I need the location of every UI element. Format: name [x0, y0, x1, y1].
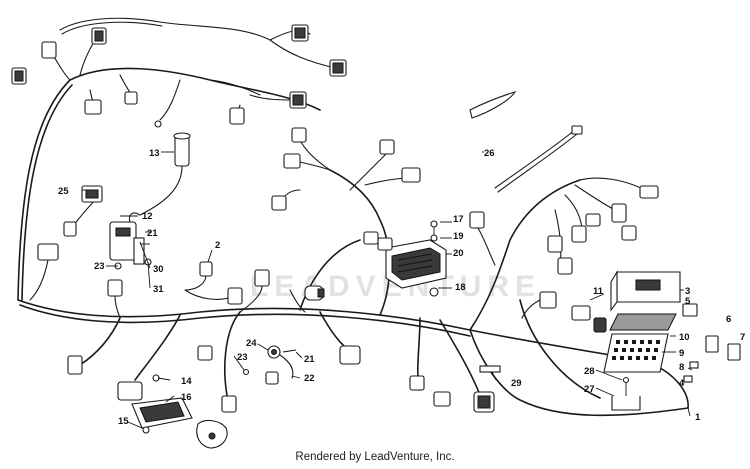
connector: [94, 30, 104, 42]
relay: [727, 343, 741, 361]
callout-31: 31: [153, 284, 164, 295]
callout-30: 30: [153, 264, 164, 275]
callout-1: 1: [695, 412, 701, 423]
relay: [705, 335, 719, 353]
callout-29: 29: [511, 378, 522, 389]
connector: [401, 167, 421, 183]
callout-6: 6: [726, 314, 731, 325]
lower-center-parts: [197, 345, 361, 413]
callout-labels: 1 2 3 4 5 6 7 8 9 10 11 12 13 14 15 16 1…: [58, 148, 745, 427]
lower-right-connectors: [409, 375, 495, 413]
callout-27: 27: [584, 384, 595, 395]
callout-8: 8: [679, 362, 684, 373]
callout-4: 4: [679, 378, 685, 389]
ring-terminal: [154, 120, 162, 128]
relay: [682, 303, 698, 317]
callout-11: 11: [593, 286, 604, 297]
part-20-regulator: [363, 220, 447, 297]
connector: [271, 195, 287, 211]
callout-10: 10: [679, 332, 690, 343]
callout-18: 18: [455, 282, 466, 293]
main-harness: [17, 67, 689, 417]
callout-19: 19: [453, 231, 464, 242]
callout-25: 25: [58, 186, 69, 197]
callout-16: 16: [181, 392, 192, 403]
part-13-boot: [139, 132, 191, 216]
connector: [124, 91, 138, 105]
footer-credit: Rendered by LeadVenture, Inc.: [295, 451, 455, 463]
callout-23-left: 23: [94, 261, 105, 272]
connector: [379, 139, 395, 155]
connector: [292, 94, 304, 106]
callout-12: 12: [142, 211, 153, 222]
fuse: [683, 375, 693, 383]
part-2-sensor: [184, 261, 325, 313]
nut: [429, 287, 439, 297]
callout-20: 20: [453, 248, 464, 259]
leader-lines: [82, 151, 693, 429]
bolt: [622, 376, 630, 384]
connector: [283, 153, 301, 169]
upper-branches: [11, 17, 421, 211]
callout-21-upper: 21: [147, 228, 158, 239]
connector: [294, 27, 306, 39]
callout-23-center: 23: [237, 352, 248, 363]
fuse: [689, 361, 699, 369]
label-plate: [479, 365, 501, 373]
callout-5: 5: [685, 296, 691, 307]
callout-17: 17: [453, 214, 464, 225]
left-side-parts: [29, 185, 123, 319]
washer: [430, 234, 438, 242]
right-side-parts: [469, 177, 741, 411]
callout-24: 24: [246, 338, 257, 349]
callout-2: 2: [215, 240, 220, 251]
screw: [142, 426, 150, 434]
callout-21-lower: 21: [304, 354, 315, 365]
lower-left-parts: [67, 355, 228, 449]
callout-22: 22: [304, 373, 315, 384]
connector: [332, 62, 344, 74]
bolt: [430, 220, 438, 228]
connector: [291, 127, 307, 143]
callout-9: 9: [679, 348, 684, 359]
callout-26: 26: [484, 148, 495, 159]
callout-7: 7: [740, 332, 745, 343]
connector: [41, 41, 57, 59]
callout-13: 13: [149, 148, 160, 159]
callout-28: 28: [584, 366, 595, 377]
connector: [14, 70, 24, 82]
callout-3: 3: [685, 286, 690, 297]
callout-15: 15: [118, 416, 129, 427]
nut: [242, 368, 250, 376]
callout-14: 14: [181, 376, 192, 387]
part-12-module: [69, 194, 152, 270]
connector: [84, 99, 102, 115]
part-26-cable-tie: [469, 91, 583, 193]
connector: [229, 107, 245, 125]
